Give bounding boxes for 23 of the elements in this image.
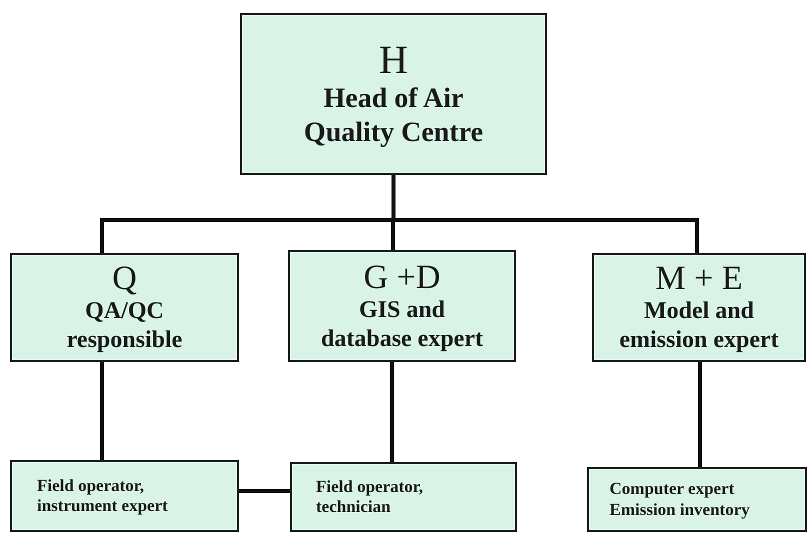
org-box	[592, 253, 806, 362]
role-title: QA/QC responsible	[66, 297, 184, 355]
org-box	[587, 467, 807, 532]
connector-line	[392, 175, 699, 253]
connector-line	[698, 362, 702, 467]
connector-line	[100, 362, 104, 460]
org-box	[290, 462, 517, 532]
role-title: Computer expert Emission inventory	[610, 479, 751, 520]
org-box	[10, 253, 239, 362]
connector-line	[239, 489, 290, 493]
role-letter: H	[379, 38, 408, 82]
role-title: Head of Air Quality Centre	[302, 82, 484, 150]
role-title: Field operator, instrument expert	[37, 476, 169, 516]
connector-line	[390, 362, 394, 462]
org-box	[288, 250, 516, 362]
role-title: Field operator, technician	[316, 476, 424, 518]
org-box	[240, 13, 547, 175]
role-title: GIS and database expert	[320, 296, 484, 354]
role-letter: G +D	[364, 258, 440, 296]
role-title: Model and emission expert	[618, 297, 780, 355]
role-letter: M + E	[655, 260, 743, 298]
role-letter: Q	[112, 260, 137, 298]
org-box	[10, 460, 239, 532]
